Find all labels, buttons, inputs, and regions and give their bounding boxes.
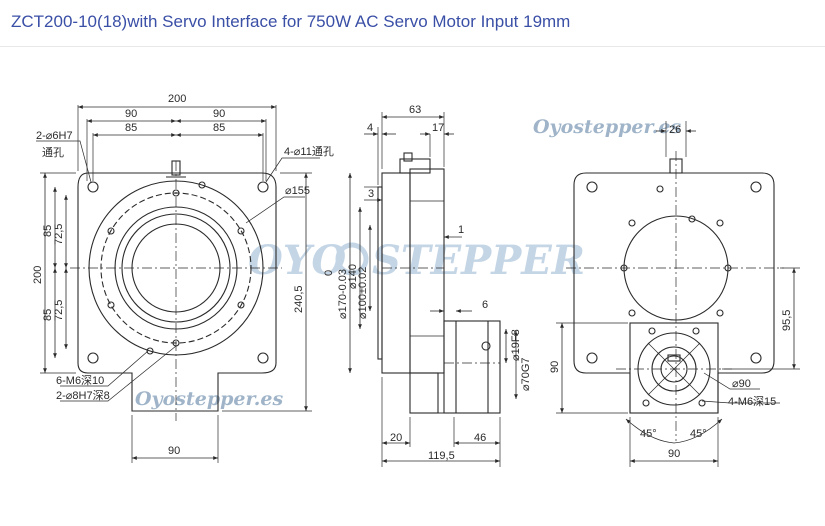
dim-6: 6	[482, 299, 488, 311]
label-90-dia: ⌀90	[732, 378, 751, 390]
dim-72-5-lower: 72,5	[53, 300, 65, 321]
dim-240-5: 240,5	[293, 285, 305, 313]
corner-hole-tl	[87, 181, 99, 193]
motor-flange	[629, 322, 719, 414]
dim-140: ⌀140	[347, 264, 359, 289]
watermark-text-top: Oyostepper.es	[533, 116, 681, 138]
rear-corner-hole	[586, 181, 598, 193]
corner-hole-br	[257, 352, 269, 364]
dim-46: 46	[474, 432, 486, 444]
label-through-hole: 通孔	[42, 146, 64, 159]
front-view	[36, 105, 320, 463]
dim-0: 0	[323, 270, 335, 276]
rear-corner-hole	[750, 181, 762, 193]
dim-3: 3	[368, 188, 374, 200]
dim-19f8: ⌀19F8	[510, 329, 522, 361]
dim-72-5-upper: 72,5	[53, 224, 65, 245]
title-bar: ZCT200-10(18)with Servo Interface for 75…	[0, 0, 825, 46]
dim-119-5: 119,5	[428, 450, 455, 462]
label-2-8h7: 2-⌀8H7深8	[56, 389, 110, 402]
label-2-6h7: 2-⌀6H7	[36, 130, 73, 142]
dim-170: ⌀170-0.03	[337, 269, 349, 319]
dim-20: 20	[390, 432, 402, 444]
dim-85-left: 85	[125, 122, 137, 134]
label-6-m6: 6-M6深10	[56, 374, 104, 387]
ring-130	[121, 213, 231, 323]
dim-85-lower: 85	[42, 309, 54, 321]
dim-90-rear-bottom: 90	[668, 448, 680, 460]
side-view	[348, 112, 518, 467]
bolt-hole	[172, 189, 180, 197]
label-4-11: 4-⌀11通孔	[284, 145, 334, 158]
pin-hole	[198, 181, 206, 189]
side-adapter	[443, 320, 501, 414]
dim-85-right: 85	[213, 122, 225, 134]
dim-90-rear-left: 90	[549, 361, 561, 373]
dim-200-left: 200	[32, 266, 44, 284]
watermark-oyo: OYO	[248, 237, 346, 284]
technical-drawing: OYO STEPPER Oyostepper.es Oyostepper.es	[0, 46, 825, 520]
dim-1: 1	[458, 224, 464, 236]
dim-90-bottom: 90	[168, 445, 180, 457]
label-155: ⌀155	[285, 185, 310, 197]
side-view-labels: 63 4 17 3 1 6 20 46 119,5 0 ⌀170-0.03 ⌀1…	[323, 104, 532, 462]
page-title: ZCT200-10(18)with Servo Interface for 75…	[11, 12, 571, 31]
bolt-hole	[237, 301, 245, 309]
rear-corner-hole	[750, 352, 762, 364]
rear-outline	[573, 172, 775, 414]
front-outline	[77, 172, 277, 412]
rear-view	[556, 121, 800, 467]
bolt-hole	[107, 301, 115, 309]
watermark-logo: OYO STEPPER	[248, 237, 585, 284]
dim-17: 17	[432, 122, 444, 134]
front-view-labels: 200 90 85 90 85 2-⌀6H7 通孔 4-⌀11通孔 ⌀155 2…	[32, 93, 334, 457]
corner-hole-tr	[257, 181, 269, 193]
dim-85-upper: 85	[42, 225, 54, 237]
watermark-gear-icon	[335, 242, 369, 276]
corner-hole-bl	[87, 352, 99, 364]
dim-100: ⌀100±0.02	[357, 267, 369, 319]
dim-4: 4	[367, 122, 373, 134]
dim-200-top: 200	[168, 93, 186, 105]
side-lower-base	[409, 372, 439, 414]
dim-26: 26	[669, 124, 681, 136]
label-4-m6: 4-M6深15	[728, 395, 776, 408]
bolt-hole	[237, 227, 245, 235]
dim-63: 63	[409, 104, 421, 116]
drawing-canvas: OYO STEPPER Oyostepper.es Oyostepper.es	[32, 93, 800, 467]
watermark-stepper: STEPPER	[372, 237, 585, 284]
dim-95-5: 95,5	[781, 310, 793, 331]
rear-view-labels: 26 95,5 90 90 ⌀90 4-M6深15 45° 45°	[549, 124, 793, 460]
angle-45-left: 45°	[640, 428, 657, 440]
pin-hole	[146, 347, 154, 355]
bolt-hole	[107, 227, 115, 235]
watermark-text-bottom: Oyostepper.es	[135, 388, 283, 410]
angle-45-right: 45°	[690, 428, 707, 440]
dim-70g7: ⌀70G7	[520, 357, 532, 391]
dim-90-right: 90	[213, 108, 225, 120]
rear-corner-hole	[586, 352, 598, 364]
dim-90-left: 90	[125, 108, 137, 120]
